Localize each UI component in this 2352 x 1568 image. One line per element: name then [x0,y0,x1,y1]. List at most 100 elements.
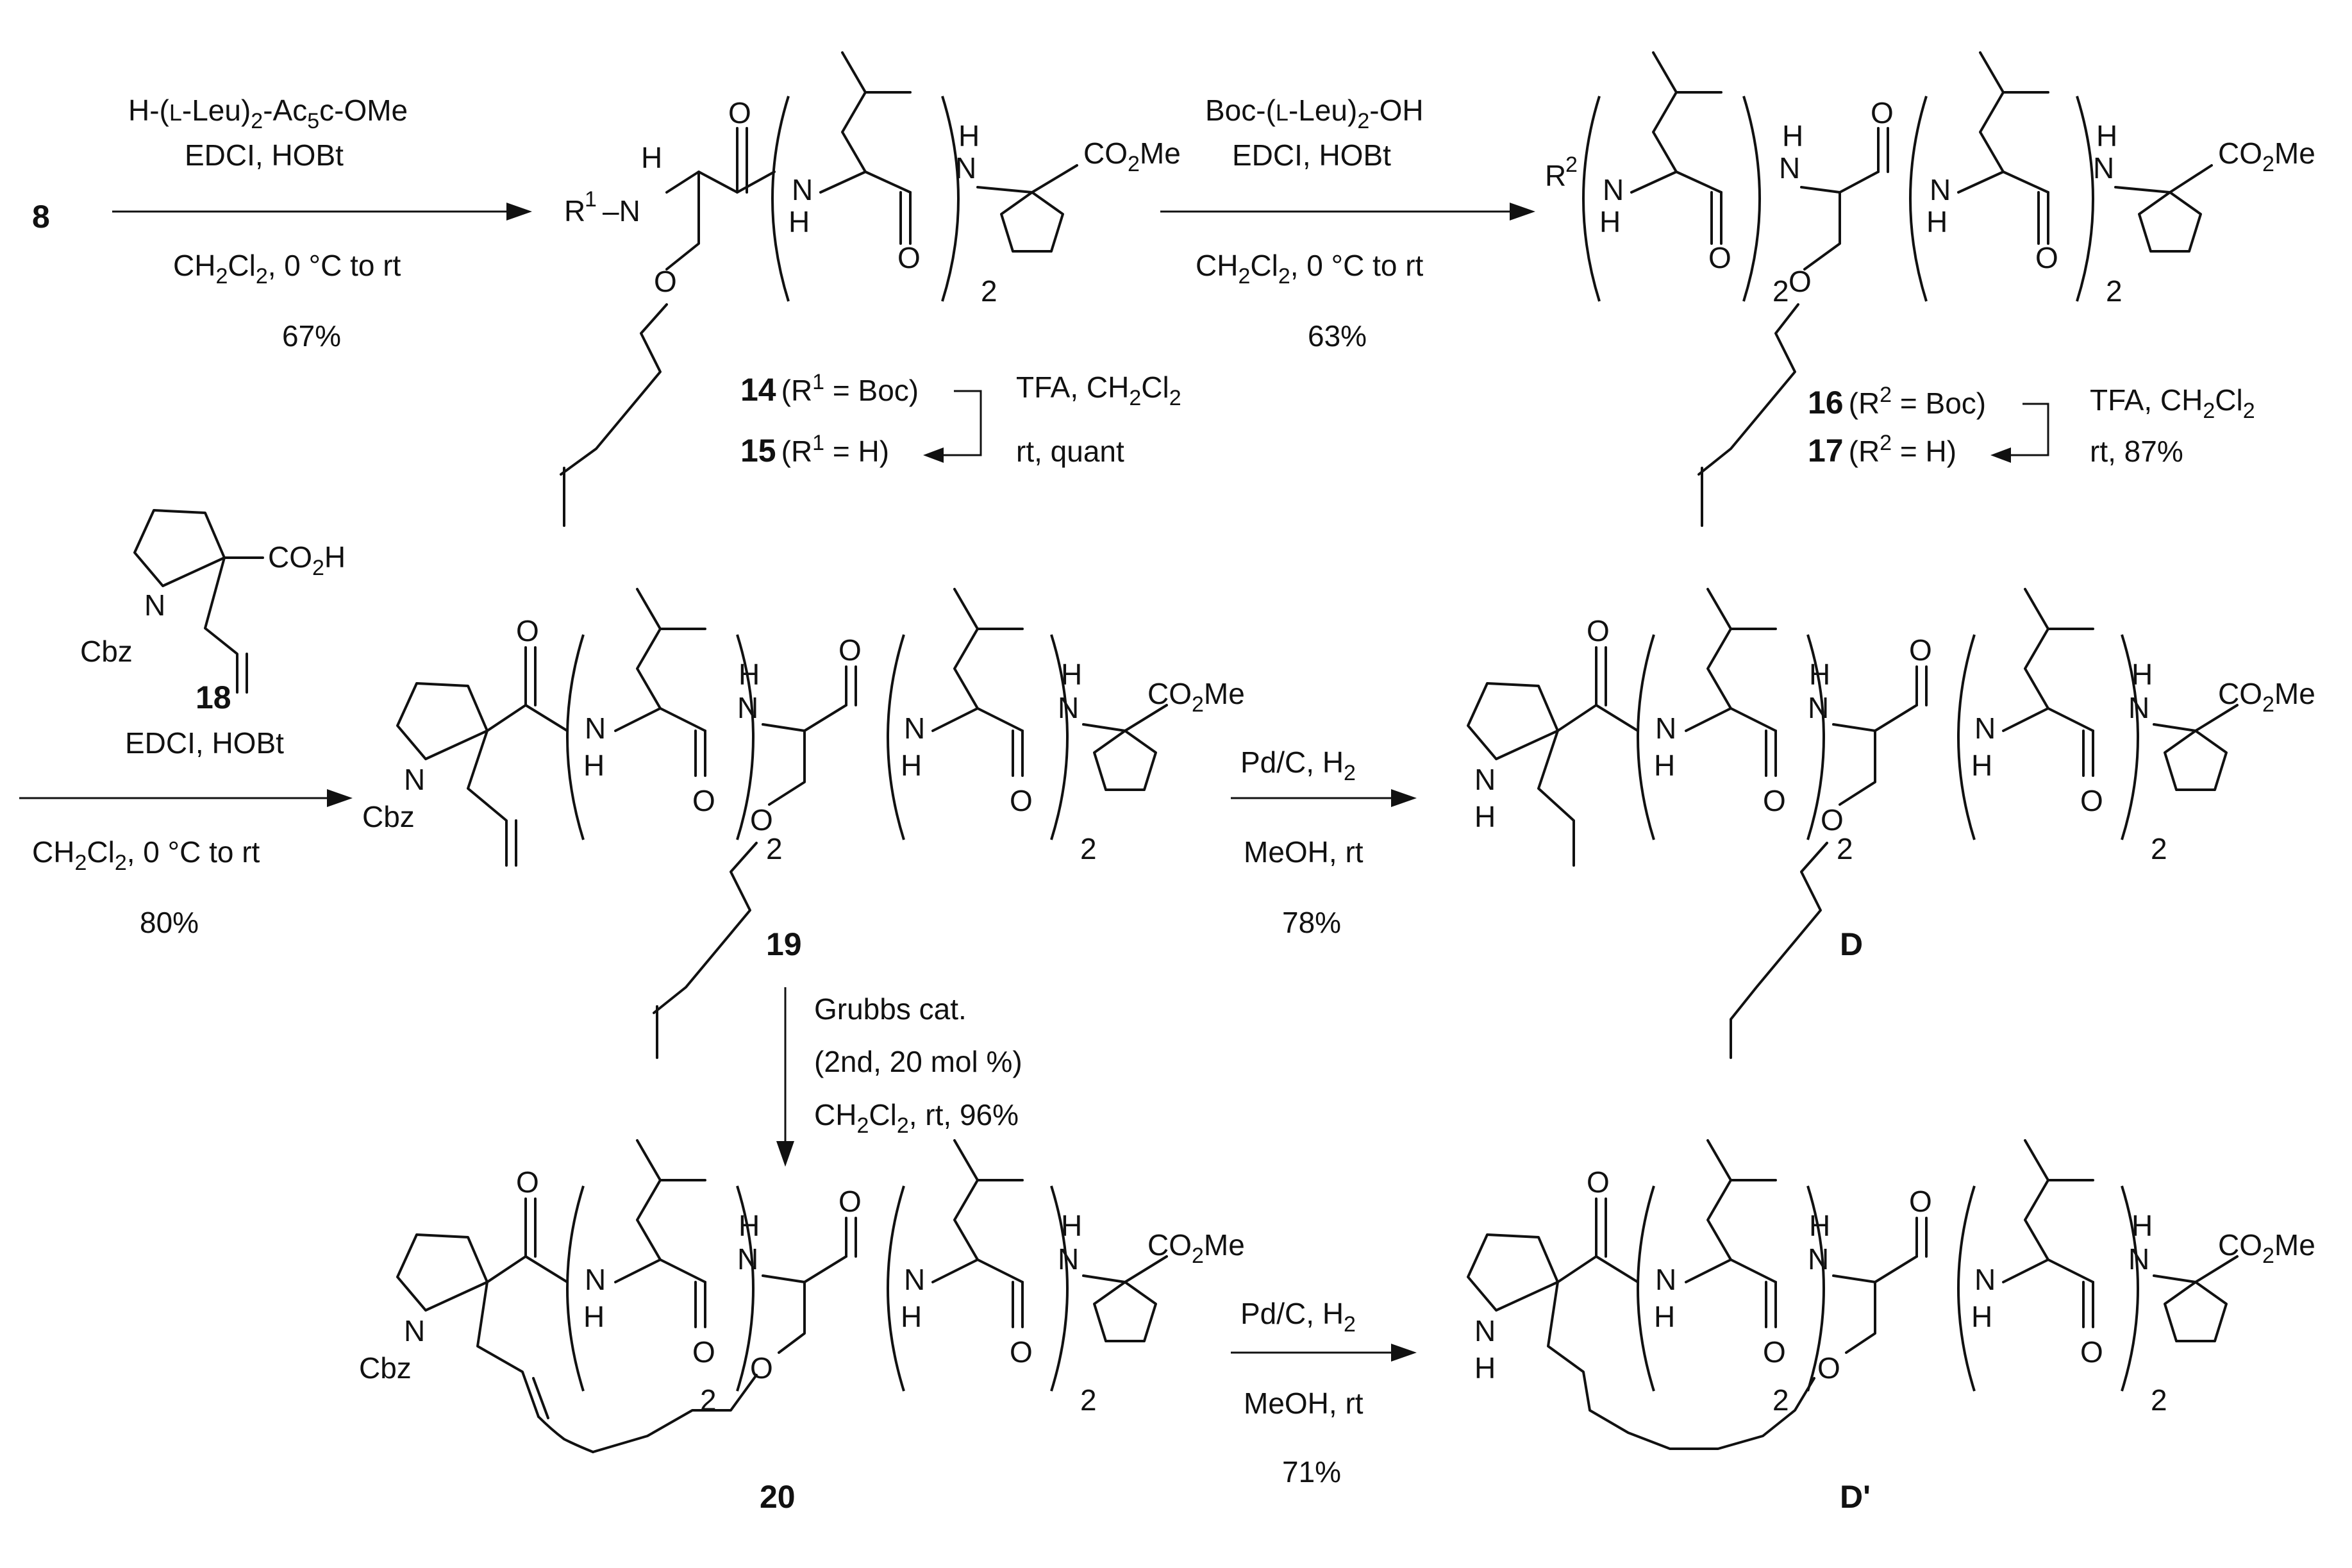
svg-text:O: O [1010,784,1033,817]
svg-text:O: O [516,1165,539,1199]
svg-text:O: O [838,633,862,667]
svg-text:N: N [955,151,976,185]
svg-text:N: N [1603,173,1624,206]
svg-text:CH2Cl2, 0 °C to rt: CH2Cl2, 0 °C to rt [32,835,260,875]
structure-18: CO2H N Cbz 18 [80,509,346,715]
svg-text:O: O [750,1351,773,1385]
svg-text:O: O [692,784,715,817]
svg-text:H: H [901,749,922,782]
svg-text:2: 2 [981,274,997,308]
step3-conditions: EDCI, HOBt CH2Cl2, 0 °C to rt 80% [32,726,284,939]
svg-text:TFA, CH2Cl2: TFA, CH2Cl2 [2090,383,2255,423]
svg-text:O: O [1871,96,1894,129]
svg-text:CO2Me: CO2Me [2218,137,2315,176]
svg-text:N: N [2093,151,2114,185]
svg-text:CO2Me: CO2Me [1147,1228,1245,1268]
svg-text:O: O [750,803,773,837]
svg-text:N: N [1808,1242,1829,1276]
svg-text:TFA, CH2Cl2: TFA, CH2Cl2 [1016,371,1181,410]
svg-text:O: O [1587,1165,1610,1199]
svg-text:N: N [2128,691,2149,724]
svg-text:Pd/C, H2: Pd/C, H2 [1240,746,1356,785]
svg-text:H: H [2131,658,2153,691]
svg-text:H-(L-Leu)2-Ac5c-OMe: H-(L-Leu)2-Ac5c-OMe [128,94,408,133]
svg-text:O: O [2080,1335,2103,1369]
svg-text:rt, 87%: rt, 87% [2090,435,2183,468]
svg-text:71%: 71% [1282,1455,1341,1489]
compound-16-17-labels: 16(R2 = Boc) 17(R2 = H) TFA, CH2Cl2 rt, … [1808,383,2255,469]
svg-text:H: H [958,119,980,153]
svg-text:N: N [1474,1314,1496,1347]
svg-text:MeOH, rt: MeOH, rt [1244,1387,1364,1420]
svg-text:2: 2 [2151,1383,2167,1417]
svg-text:H: H [583,1300,605,1333]
svg-text:O: O [2035,241,2058,274]
structure-19: N Cbz O N H O 2 N H O O N H O 2 N H CO2M… [362,588,1245,1059]
svg-text:O: O [654,265,677,298]
svg-text:N: N [904,712,925,745]
svg-text:rt, quant: rt, quant [1016,435,1124,468]
svg-text:2: 2 [1080,1383,1097,1417]
svg-text:H: H [1654,1300,1675,1333]
svg-text:H: H [1474,800,1496,833]
svg-text:O: O [1763,784,1786,817]
svg-text:O: O [1010,1335,1033,1369]
svg-text:H: H [1809,658,1830,691]
structure-14-15: R 1 –N H O O N H O 2 N H CO2Me [560,51,1181,527]
svg-text:–N: –N [603,194,640,228]
svg-text:N: N [737,691,758,724]
svg-text:O: O [1789,265,1812,298]
svg-text:1: 1 [585,187,597,212]
svg-text:Cbz: Cbz [362,800,415,833]
svg-text:Boc-(L-Leu)2-OH: Boc-(L-Leu)2-OH [1205,94,1424,133]
step2-conditions: Boc-(L-Leu)2-OH EDCI, HOBt CH2Cl2, 0 °C … [1196,94,1424,353]
step6-conditions: Pd/C, H2 MeOH, rt 71% [1240,1297,1364,1489]
svg-text:CH2Cl2, 0 °C to rt: CH2Cl2, 0 °C to rt [173,249,401,288]
reaction-arrow-step2 [1160,203,1535,221]
svg-text:N: N [1655,712,1676,745]
compound-14-15-labels: 14(R1 = Boc) 15(R1 = H) TFA, CH2Cl2 rt, … [740,370,1181,469]
svg-text:2: 2 [1565,153,1578,177]
svg-text:19: 19 [766,926,802,962]
svg-text:MeOH, rt: MeOH, rt [1244,835,1364,869]
step1-conditions: H-(L-Leu)2-Ac5c-OMe EDCI, HOBt CH2Cl2, 0… [128,94,408,353]
svg-text:2: 2 [2106,274,2123,308]
svg-text:17(R2 = H): 17(R2 = H) [1808,431,1956,469]
svg-text:(2nd, 20 mol %): (2nd, 20 mol %) [814,1045,1022,1078]
svg-text:O: O [838,1185,862,1218]
svg-text:EDCI, HOBt: EDCI, HOBt [1232,138,1391,172]
structure-20: N Cbz O N H O 2 N H O O N H O 2 N H C [359,1139,1245,1515]
svg-text:80%: 80% [140,906,199,939]
svg-text:78%: 78% [1282,906,1341,939]
svg-text:EDCI, HOBt: EDCI, HOBt [185,138,344,172]
svg-text:H: H [1926,205,1947,238]
svg-text:N: N [1808,691,1829,724]
reaction-arrow-step6 [1231,1344,1417,1362]
structure-16-17: R 2 N H O 2 N H O O N H O 2 N H CO2Me [1545,51,2315,527]
step5-conditions: Grubbs cat. (2nd, 20 mol %) CH2Cl2, rt, … [814,992,1022,1138]
compound-8-label: 8 [32,199,50,235]
svg-text:N: N [1779,151,1800,185]
svg-text:O: O [516,614,539,647]
svg-text:R: R [1545,159,1566,192]
svg-text:O: O [2080,784,2103,817]
svg-text:O: O [1821,803,1844,837]
svg-text:N: N [144,588,165,622]
svg-text:2: 2 [1772,274,1789,308]
svg-text:Cbz: Cbz [80,635,133,668]
svg-text:2: 2 [1080,832,1097,865]
svg-text:CO2H: CO2H [268,540,346,580]
svg-text:H: H [1474,1351,1496,1385]
svg-text:15(R1 = H): 15(R1 = H) [740,431,889,469]
svg-text:Cbz: Cbz [359,1351,412,1385]
svg-text:20: 20 [760,1479,796,1515]
structure-D: N H O N H O 2 N H O O N H O 2 N H CO2Me [1467,588,2315,1059]
svg-text:14(R1 = Boc): 14(R1 = Boc) [740,370,919,408]
svg-text:D: D [1840,926,1863,962]
svg-text:O: O [1708,241,1731,274]
svg-text:N: N [1974,712,1996,745]
svg-text:H: H [738,658,760,691]
svg-text:H: H [1599,205,1621,238]
svg-text:N: N [2128,1242,2149,1276]
